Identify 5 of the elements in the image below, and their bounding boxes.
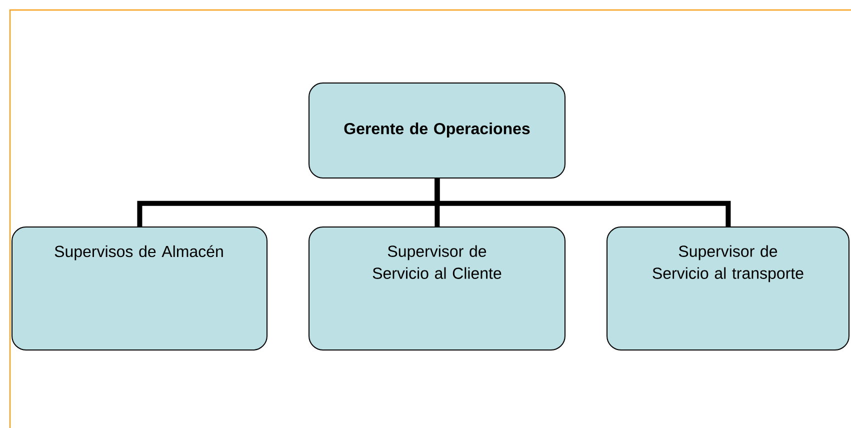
connector-line	[434, 178, 731, 227]
supervisor-box: Supervisor de Servicio al Cliente	[308, 226, 566, 350]
supervisor-box: Supervisos de Almacén	[12, 226, 268, 350]
supervisor-box: Supervisor de Servicio al transporte	[606, 226, 850, 350]
manager-box: Gerente de Operaciones	[308, 82, 566, 178]
